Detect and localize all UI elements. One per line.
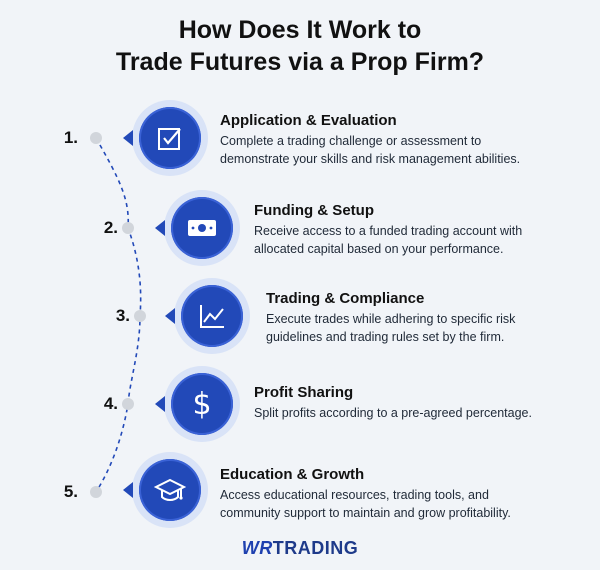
- step-description-line: demonstrate your skills and risk managem…: [220, 152, 521, 166]
- step-description-line: Split profits according to a pre-agreed …: [254, 406, 532, 420]
- step-description: Access educational resources, trading to…: [220, 486, 580, 522]
- step-badge: [165, 278, 250, 354]
- checkbox-icon: [158, 128, 181, 150]
- logo-mark: WR: [241, 538, 273, 558]
- step-title: Funding & Setup: [254, 202, 374, 219]
- step-description: Receive access to a funded trading accou…: [254, 222, 574, 258]
- step-number: 2.: [103, 218, 118, 237]
- timeline-dot: [122, 222, 134, 234]
- step-description-line: Complete a trading challenge or assessme…: [220, 134, 482, 148]
- step-title: Education & Growth: [220, 466, 365, 483]
- timeline-dot: [122, 398, 134, 410]
- step-title: Application & Evaluation: [220, 112, 397, 129]
- step-number: 3.: [115, 306, 130, 325]
- step-description: Complete a trading challenge or assessme…: [220, 132, 580, 168]
- step-description-line: Receive access to a funded trading accou…: [254, 224, 523, 238]
- title-line-2: Trade Futures via a Prop Firm?: [115, 48, 485, 76]
- timeline-dot: [134, 310, 146, 322]
- step-title: Trading & Compliance: [266, 290, 425, 307]
- banknote-icon: [188, 220, 216, 236]
- page-title: How Does It Work to Trade Futures via a …: [0, 14, 600, 78]
- chart-line-icon: [200, 305, 224, 328]
- step-number: 1.: [63, 128, 78, 147]
- step-description-line: community support to maintain and grow p…: [220, 506, 511, 520]
- step-description: Split profits according to a pre-agreed …: [254, 404, 574, 422]
- step-description-line: allocated capital based on your performa…: [254, 242, 504, 256]
- step-title: Profit Sharing: [254, 384, 354, 401]
- brand-logo: WRTRADING: [0, 538, 600, 559]
- step-description-line: guidelines and trading rules set by the …: [266, 330, 505, 344]
- step-description-line: Execute trades while adhering to specifi…: [266, 312, 516, 326]
- step-badge: [123, 452, 208, 528]
- title-line-1: How Does It Work to: [178, 16, 422, 44]
- step-number: 4.: [103, 394, 118, 413]
- step-badge: [155, 190, 240, 266]
- dollar-icon: $: [192, 386, 212, 422]
- step-number: 5.: [63, 482, 78, 501]
- timeline-dot: [90, 132, 102, 144]
- step-badge: [123, 100, 208, 176]
- logo-text: TRADING: [272, 538, 359, 558]
- timeline-dot: [90, 486, 102, 498]
- step-badge: $: [155, 366, 240, 442]
- step-description: Execute trades while adhering to specifi…: [266, 310, 586, 346]
- step-description-line: Access educational resources, trading to…: [220, 488, 489, 502]
- graduation-cap-icon: [154, 478, 186, 501]
